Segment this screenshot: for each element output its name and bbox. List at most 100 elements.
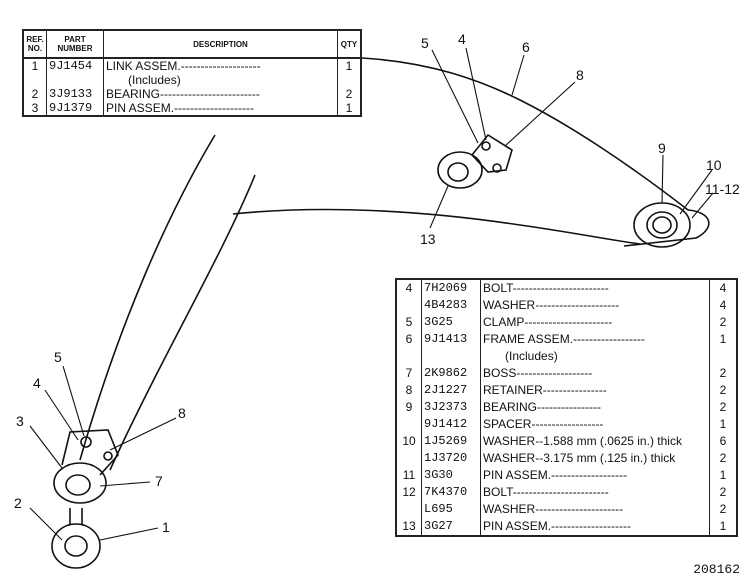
ref-no-cell [395, 348, 422, 365]
description-text: BOLT [483, 281, 513, 295]
callout-3: 3 [16, 413, 24, 429]
description-text: FRAME ASSEM. [483, 332, 574, 346]
lower-bearing-outer [51, 523, 101, 569]
callout-1: 1 [162, 519, 170, 535]
qty-cell [709, 348, 738, 365]
qty-cell: 2 [709, 501, 738, 518]
part-number-cell: 1J3720 [421, 450, 481, 467]
description-text: WASHER--1.588 mm (.0625 in.) thick [483, 434, 682, 448]
description-text: BEARING [106, 87, 161, 101]
qty-cell: 2 [709, 314, 738, 331]
description-cell: BEARING---------------- [480, 399, 710, 416]
ref-no-cell: 6 [395, 331, 422, 348]
leader-dashes: -------------------- [180, 59, 261, 73]
right-boss-inner [646, 211, 678, 239]
description-cell: WASHER--3.175 mm (.125 in.) thick [480, 450, 710, 467]
description-text: WASHER--3.175 mm (.125 in.) thick [483, 451, 676, 465]
ref-no-cell: 5 [395, 314, 422, 331]
leader-dashes: ------------------- [516, 366, 593, 380]
qty-cell: 4 [709, 279, 738, 297]
qty-cell: 2 [709, 450, 738, 467]
header-ref-no: REF. NO. [22, 29, 47, 59]
part-number-cell: L695 [421, 501, 481, 518]
upper-clamp-body [470, 133, 513, 173]
header-qty: QTY [337, 29, 362, 59]
part-number-cell: 3J9133 [46, 87, 104, 101]
description-cell: PIN ASSEM.------------------- [480, 467, 710, 484]
lower-boss-outer [53, 462, 107, 504]
ref-no-cell [395, 416, 422, 433]
leader-dashes: ------------------------- [160, 87, 260, 101]
ref-no-cell [395, 450, 422, 467]
leader-dashes: -------------------- [551, 519, 631, 533]
description-cell: WASHER---------------------- [480, 501, 710, 518]
upper-boss [492, 163, 502, 173]
leader-dashes: ------------------- [551, 468, 627, 482]
part-number-cell [46, 73, 104, 87]
callout-10: 10 [706, 157, 722, 173]
leader-dashes: ---------------------- [524, 315, 613, 329]
qty-cell: 4 [709, 297, 738, 314]
part-number-cell: 7K4370 [421, 484, 481, 501]
callout-11-12: 11-12 [705, 181, 740, 197]
description-cell: LINK ASSEM.-------------------- [103, 58, 338, 73]
description-cell: (Includes) [480, 348, 710, 365]
right-end-lug [623, 209, 710, 247]
description-cell: CLAMP---------------------- [480, 314, 710, 331]
callout-5-upper: 5 [421, 35, 429, 51]
description-text: LINK ASSEM. [106, 59, 181, 73]
ref-no-cell: 4 [395, 279, 422, 297]
part-number-cell: 9J1412 [421, 416, 481, 433]
callout-7: 7 [155, 473, 163, 489]
part-number-cell: 4B4283 [421, 297, 481, 314]
part-number-cell: 9J1413 [421, 331, 481, 348]
header-part-number: PART NUMBER [46, 29, 104, 59]
part-number-cell: 1J5269 [421, 433, 481, 450]
ref-no-cell: 1 [22, 58, 47, 73]
part-number-cell: 3G30 [421, 467, 481, 484]
ref-no-cell: 11 [395, 467, 422, 484]
qty-cell: 6 [709, 433, 738, 450]
qty-cell: 2 [709, 365, 738, 382]
qty-cell: 2 [709, 484, 738, 501]
description-text: CLAMP [483, 315, 525, 329]
ref-no-cell: 9 [395, 399, 422, 416]
lower-bearing-link [69, 508, 83, 524]
callout-6: 6 [522, 39, 530, 55]
description-cell: SPACER------------------ [480, 416, 710, 433]
description-cell: WASHER--1.588 mm (.0625 in.) thick [480, 433, 710, 450]
ref-no-cell: 12 [395, 484, 422, 501]
description-text: BEARING [483, 400, 538, 414]
callout-2: 2 [14, 495, 22, 511]
leader-dashes: --------------------- [535, 298, 620, 312]
qty-cell: 2 [709, 399, 738, 416]
upper-bolt [481, 141, 491, 151]
part-number-cell: 3G25 [421, 314, 481, 331]
description-text: (Includes) [128, 73, 181, 87]
ref-no-cell: 10 [395, 433, 422, 450]
link-arm-lower-edge [79, 134, 216, 461]
table-row: (Includes) [22, 73, 362, 87]
description-cell: RETAINER---------------- [480, 382, 710, 399]
callout-4-upper: 4 [458, 31, 466, 47]
upper-pin-eye [437, 151, 483, 189]
qty-cell: 2 [709, 382, 738, 399]
part-number-cell: 3G27 [421, 518, 481, 536]
callout-9: 9 [658, 140, 666, 156]
callout-13: 13 [420, 231, 436, 247]
description-text: WASHER [483, 502, 536, 516]
lower-boss-inner [65, 474, 91, 496]
part-number-cell: 9J1454 [46, 58, 104, 73]
description-cell: BOSS------------------- [480, 365, 710, 382]
description-cell: PIN ASSEM.-------------------- [103, 101, 338, 116]
leader-dashes: -------------------- [174, 101, 254, 115]
